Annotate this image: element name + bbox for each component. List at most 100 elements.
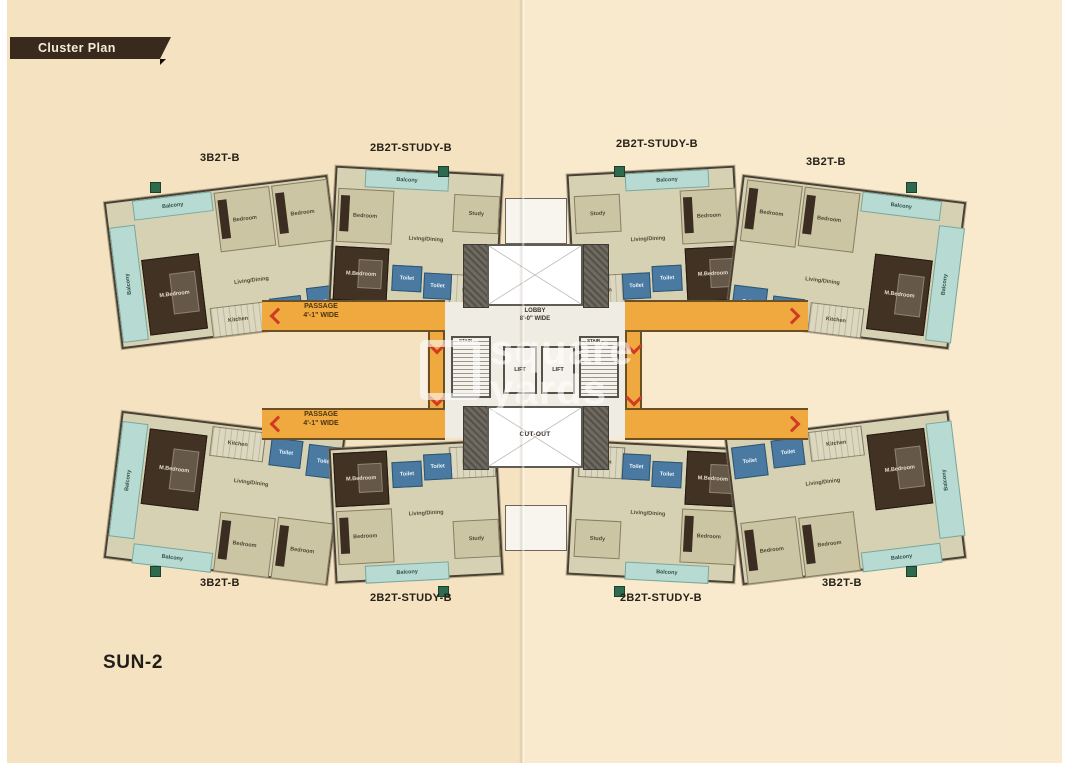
room-bedroom: Bedroom — [270, 516, 334, 586]
room-kitchen: Kitchen — [807, 425, 865, 462]
page-edge-left — [0, 0, 7, 763]
unit-label-bottom-right: 3B2T-B — [822, 577, 862, 589]
passage-label-bottom-line1: PASSAGE — [304, 411, 338, 418]
lobby-label-line1: LOBBY — [524, 308, 546, 314]
room-master-bedroom: M.Bedroom — [332, 450, 390, 508]
room-living-dining: Living/Dining — [804, 276, 841, 287]
room-master-bedroom: M.Bedroom — [141, 253, 208, 336]
cutout-box — [487, 406, 583, 468]
room-bedroom: Bedroom — [335, 187, 395, 245]
room-master-bedroom: M.Bedroom — [866, 427, 934, 511]
room-master-bedroom: M.Bedroom — [332, 245, 390, 303]
room-toilet: Toilet — [770, 436, 806, 469]
stair-right — [579, 336, 619, 398]
stair-left-label: STAIR — [458, 338, 474, 343]
room-bedroom: Bedroom — [213, 511, 276, 578]
unit-label-top-right: 3B2T-B — [806, 156, 846, 168]
room-living-dining: Living/Dining — [630, 509, 666, 518]
lift-2: LIFT — [541, 346, 575, 394]
room-master-bedroom: M.Bedroom — [865, 253, 933, 337]
room-balcony: Balcony — [131, 191, 214, 221]
room-toilet: Toilet — [423, 453, 453, 481]
plant-icon — [906, 566, 917, 577]
stair-right-label: STAIR — [586, 338, 602, 343]
lobby-label-line2: 8'-0" WIDE — [519, 315, 551, 322]
room-living-dining: Living/Dining — [630, 235, 666, 244]
badge-ribbon-tail — [160, 37, 171, 59]
lift-1: LIFT — [503, 346, 537, 394]
plant-icon — [150, 566, 161, 577]
passage-label-bottom-line2: 4'-1" WIDE — [303, 419, 339, 427]
plant-icon — [614, 166, 625, 177]
room-bedroom: Bedroom — [797, 186, 861, 253]
wall-hatch — [463, 244, 489, 308]
passage-vertical-right — [625, 302, 642, 438]
room-living-dining: Living/Dining — [408, 235, 444, 244]
room-bedroom: Bedroom — [798, 511, 861, 578]
badge-ribbon-fold — [160, 59, 166, 65]
unit-label-bottom-left: 3B2T-B — [200, 577, 240, 589]
plant-icon — [614, 586, 625, 597]
plant-icon — [906, 182, 917, 193]
unit-label-bottom-mid-left: 2B2T-STUDY-B — [370, 592, 452, 604]
room-bedroom: Bedroom — [213, 186, 277, 253]
passage-top-left — [262, 300, 445, 332]
plant-icon — [438, 586, 449, 597]
wall-hatch — [583, 406, 609, 470]
unit-label-bottom-mid-right: 2B2T-STUDY-B — [620, 592, 702, 604]
skylight-box — [487, 244, 583, 306]
cutout-label: CUT-OUT — [519, 431, 551, 438]
passage-bottom-left — [262, 408, 445, 440]
lift-lobby-box — [505, 505, 567, 551]
room-balcony: Balcony — [131, 543, 214, 573]
room-living-dining: Living/Dining — [805, 477, 841, 488]
room-bedroom: Bedroom — [679, 508, 739, 566]
cluster-plan-badge: Cluster Plan — [10, 37, 160, 59]
room-toilet: Toilet — [391, 460, 423, 489]
room-study: Study — [452, 193, 501, 235]
room-living-dining: Living/Dining — [233, 275, 270, 286]
room-toilet: Toilet — [651, 460, 683, 489]
passage-label-top-line1: PASSAGE — [304, 303, 338, 310]
page-edge-right — [1062, 0, 1069, 763]
stair-left — [451, 336, 491, 398]
unit-label-top-mid-right: 2B2T-STUDY-B — [616, 138, 698, 150]
wall-hatch — [583, 244, 609, 308]
wall-hatch — [463, 406, 489, 470]
plan-title: SUN-2 — [103, 652, 164, 673]
room-balcony: Balcony — [108, 224, 149, 343]
room-living-dining: Living/Dining — [408, 509, 444, 518]
room-bedroom: Bedroom — [740, 516, 804, 585]
room-toilet: Toilet — [621, 453, 651, 481]
room-toilet: Toilet — [268, 437, 304, 469]
room-toilet: Toilet — [651, 264, 683, 293]
room-study: Study — [452, 518, 501, 560]
passage-vertical-left — [428, 302, 445, 438]
room-bedroom: Bedroom — [679, 187, 739, 245]
room-toilet: Toilet — [731, 443, 769, 480]
passage-top-right — [625, 300, 808, 332]
lobby-label: LOBBY 8'-0" WIDE — [475, 308, 595, 324]
passage-bottom-right — [625, 408, 808, 440]
room-bedroom: Bedroom — [271, 178, 335, 248]
lift-lobby-box — [505, 198, 567, 244]
room-balcony: Balcony — [364, 169, 450, 192]
room-balcony: Balcony — [108, 421, 149, 540]
unit-label-top-left: 3B2T-B — [200, 152, 240, 164]
room-bedroom: Bedroom — [335, 508, 395, 566]
room-kitchen: Kitchen — [209, 426, 267, 463]
room-balcony: Balcony — [364, 561, 450, 584]
room-living-dining: Living/Dining — [233, 477, 269, 489]
room-study: Study — [573, 518, 622, 560]
room-toilet: Toilet — [422, 272, 453, 300]
room-balcony: Balcony — [624, 169, 710, 192]
room-study: Study — [573, 193, 622, 235]
unit-label-top-mid-left: 2B2T-STUDY-B — [370, 142, 452, 154]
room-bedroom: Bedroom — [739, 179, 803, 248]
room-toilet: Toilet — [391, 264, 423, 293]
plant-icon — [438, 166, 449, 177]
room-master-bedroom: M.Bedroom — [140, 428, 208, 511]
passage-label-top: PASSAGE 4'-1" WIDE — [282, 303, 360, 321]
passage-label-bottom: PASSAGE 4'-1" WIDE — [282, 411, 360, 429]
